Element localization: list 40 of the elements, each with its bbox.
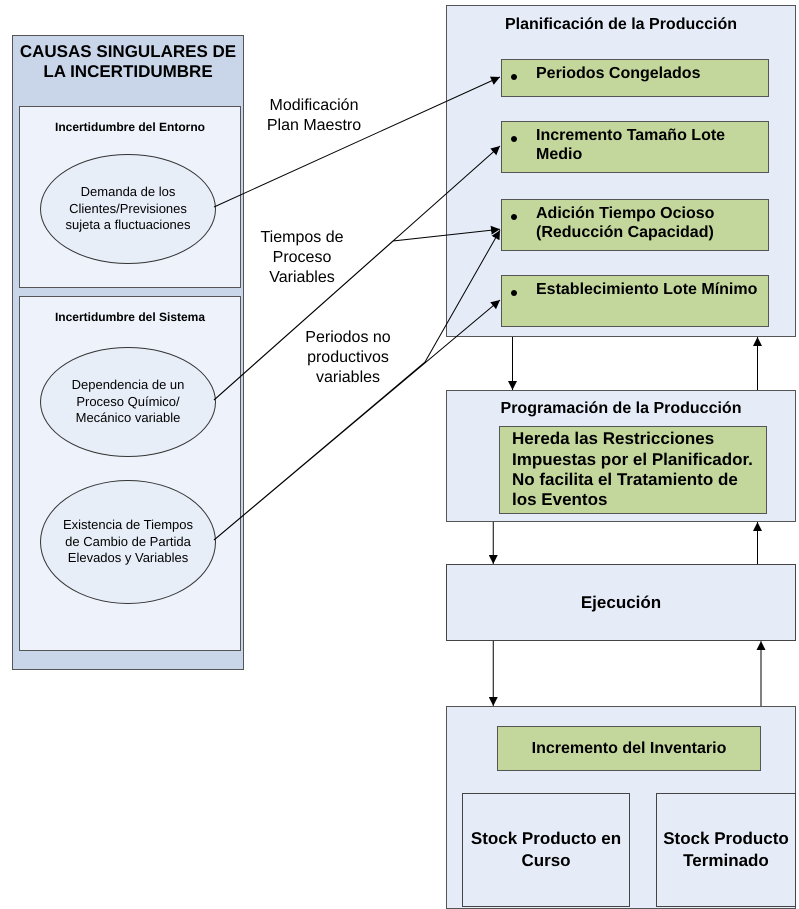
arrow xyxy=(214,226,500,400)
measure-box xyxy=(501,199,769,251)
measure-box xyxy=(501,121,769,173)
arrow xyxy=(488,640,498,706)
edge-label: Modificación Plan Maestro xyxy=(266,96,362,136)
measure-text: Periodos Congelados xyxy=(536,64,702,84)
cause-ellipse: Dependencia de un Proceso Químico/ Mecánico variable xyxy=(40,347,216,457)
group-title: Incertidumbre del Entorno xyxy=(54,121,206,135)
stock-box: Stock Producto en Curso xyxy=(462,793,630,907)
cause-ellipse: Existencia de Tiempos de Cambio de Partida Elevados y Variables xyxy=(40,480,216,604)
stage-panel xyxy=(446,5,796,337)
stage-box: Ejecución xyxy=(446,564,796,641)
stage-panel xyxy=(446,390,796,522)
group-box xyxy=(446,706,796,909)
group-panel xyxy=(12,35,244,670)
highlight-box: Hereda las Restricciones Impuestas por el Planificador. No facilita el Tratamiento de los Eventos xyxy=(499,426,767,514)
group-panel xyxy=(19,296,241,651)
edge-label: Periodos no productivos variables xyxy=(304,328,392,388)
measure-text: Incremento Tamaño Lote Medio xyxy=(536,126,726,164)
highlight-box: Incremento del Inventario xyxy=(497,726,761,771)
arrow xyxy=(214,76,500,208)
stage-title: Programación de la Producción xyxy=(500,400,742,418)
arrow xyxy=(753,522,762,564)
measure-box xyxy=(501,275,769,327)
stage-title: Planificación de la Producción xyxy=(504,16,738,34)
arrow xyxy=(508,336,517,390)
measure-text: Adición Tiempo Ocioso (Reducción Capacidad) xyxy=(536,204,716,242)
arrow xyxy=(488,522,498,564)
group-title: Incertidumbre del Sistema xyxy=(54,311,206,325)
arrow xyxy=(214,300,500,540)
arrow xyxy=(753,336,762,390)
cause-ellipse: Demanda de los Clientes/Previsiones sujeta a fluctuaciones xyxy=(40,154,216,264)
measure-text: Establecimiento Lote Mínimo xyxy=(536,280,758,300)
arrow xyxy=(756,640,766,706)
measure-box xyxy=(501,59,769,97)
group-title: CAUSAS SINGULARES DE LA INCERTIDUMBRE xyxy=(18,42,238,82)
arrow xyxy=(214,230,500,540)
stock-box: Stock Producto Terminado xyxy=(656,793,796,907)
group-panel xyxy=(19,106,241,288)
edge-label: Tiempos de Proceso Variables xyxy=(260,228,344,288)
